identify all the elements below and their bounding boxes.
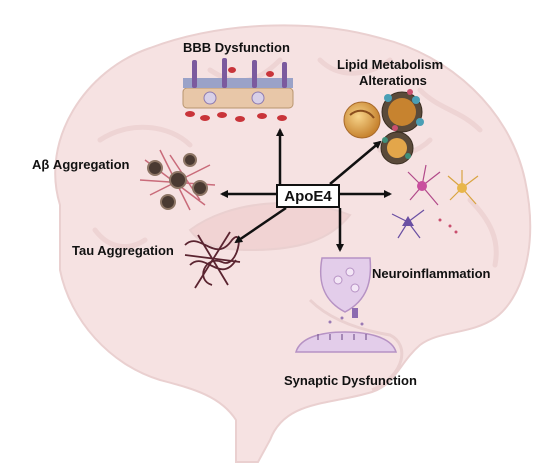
lipid-droplet-icon bbox=[343, 89, 424, 165]
arrow-to-tau bbox=[234, 206, 287, 244]
label-tau-aggregation: Tau Aggregation bbox=[72, 243, 174, 258]
bbb-vessel-icon bbox=[182, 58, 294, 122]
label-synaptic-dysfunction: Synaptic Dysfunction bbox=[284, 373, 417, 388]
cerebellum-edge bbox=[308, 298, 404, 392]
apoe4-box: ApoE4 bbox=[276, 184, 340, 208]
synapse-icon bbox=[295, 257, 397, 353]
label-abeta-aggregation: Aβ Aggregation bbox=[32, 157, 130, 172]
arrows bbox=[220, 128, 392, 252]
label-bbb-dysfunction: BBB Dysfunction bbox=[183, 40, 290, 55]
abeta-plaque-icon bbox=[139, 149, 216, 211]
tau-tangle-icon bbox=[184, 231, 241, 289]
brain-illustration bbox=[54, 24, 532, 463]
arrow-to-lipid bbox=[329, 140, 382, 185]
label-lipid-line1: Lipid Metabolism bbox=[337, 57, 444, 72]
neuroinflammation-cells-icon bbox=[391, 164, 479, 239]
label-lipid-line2: Alterations bbox=[359, 73, 427, 88]
label-neuroinflammation: Neuroinflammation bbox=[372, 266, 491, 281]
